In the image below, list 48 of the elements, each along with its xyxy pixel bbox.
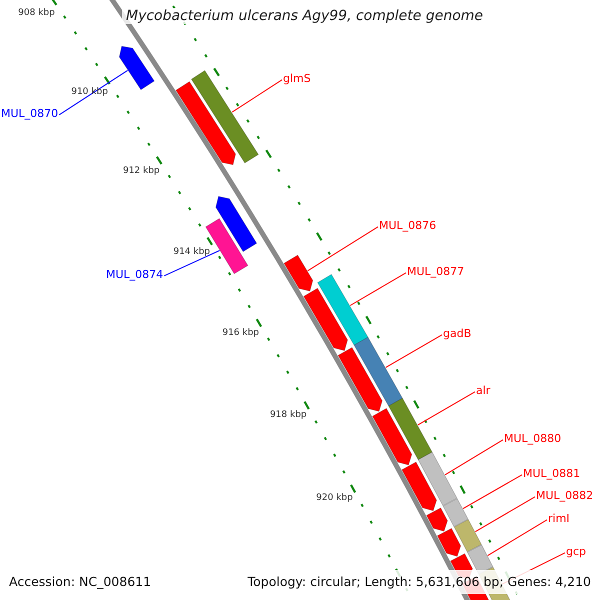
scale-label: 908 kbp (18, 8, 55, 19)
leader-line (474, 496, 536, 532)
scale-label: 912 kbp (122, 166, 160, 178)
gene-label: glmS (283, 72, 311, 85)
gene-label: rimI (548, 512, 570, 525)
gene-feature (437, 528, 462, 557)
feature-box (354, 336, 403, 406)
gene-feature (175, 81, 236, 166)
scale-label: 914 kbp (173, 246, 210, 258)
gene-label: MUL_0870 (1, 107, 58, 120)
leader-line (417, 391, 476, 426)
leader-line (58, 70, 128, 116)
gene-feature (426, 508, 448, 532)
genome-info-text: Topology: circular; Length: 5,631,606 bp; Genes: 4,210 (248, 574, 591, 589)
leader-line (164, 250, 220, 276)
leader-line (462, 474, 522, 510)
leader-line (232, 79, 282, 113)
accession-text: Accession: NC_008611 (9, 574, 152, 589)
gene-feature (303, 288, 348, 351)
gene-label: alr (476, 384, 490, 397)
gene-feature (284, 254, 314, 292)
gene-label: MUL_0881 (523, 467, 580, 480)
gene-label: MUL_0880 (504, 432, 562, 445)
gene-feature (372, 408, 412, 466)
scale-label: 920 kbp (316, 493, 353, 504)
gene-label: MUL_0876 (379, 219, 436, 232)
feature-box (190, 70, 259, 164)
gene-label: MUL_0877 (407, 265, 464, 278)
feature-box (454, 519, 482, 552)
leader-line (307, 226, 378, 272)
gene-label: gadB (443, 327, 472, 340)
scale-label: 918 kbp (270, 410, 307, 422)
gene-label: MUL_0882 (536, 489, 594, 502)
feature-box (388, 398, 433, 460)
leader-line (350, 272, 406, 306)
gene-feature (338, 347, 383, 412)
leader-line (487, 519, 548, 556)
feature-box (317, 274, 368, 346)
gene-label: gcp (566, 545, 586, 558)
gene-feature (118, 46, 155, 90)
gene-label: MUL_0874 (106, 268, 164, 281)
scale-label: 916 kbp (222, 328, 260, 340)
feature-box (418, 452, 458, 506)
leader-line (444, 439, 504, 476)
gene-feature (215, 196, 258, 252)
feature-box (442, 498, 468, 527)
gene-feature (402, 462, 437, 512)
leader-line (385, 334, 442, 368)
